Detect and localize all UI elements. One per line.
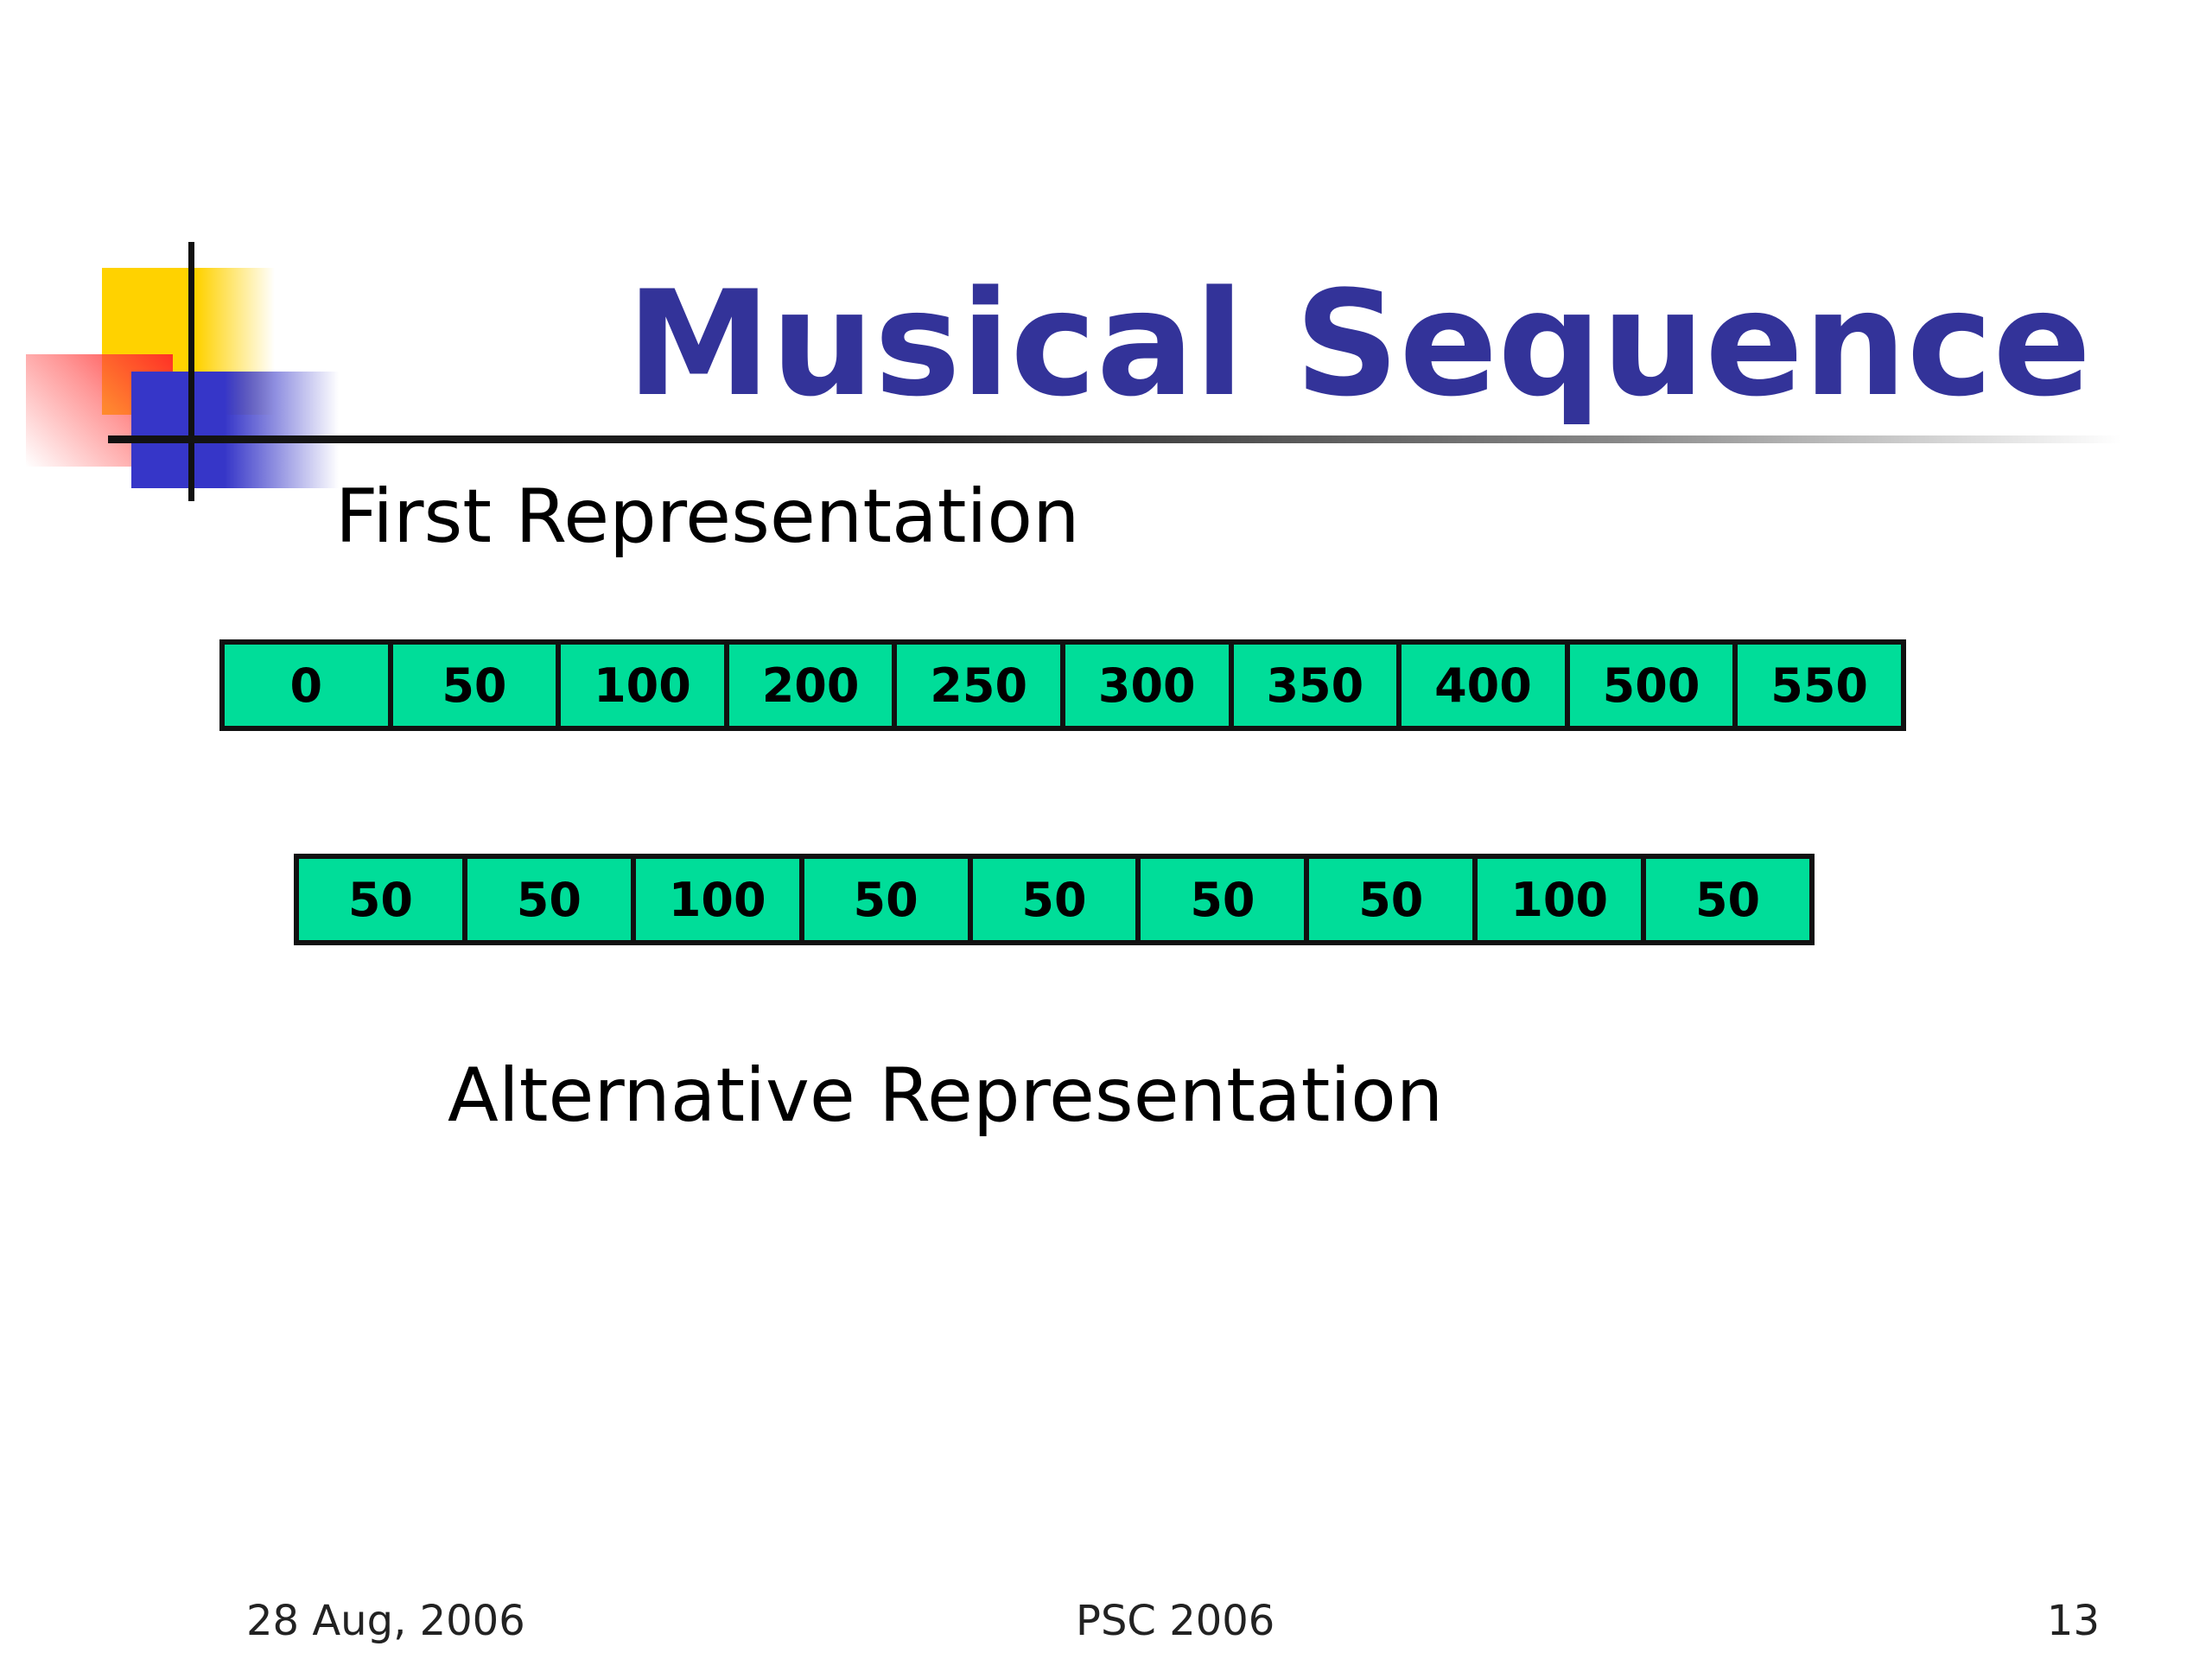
blue-square: [131, 372, 339, 488]
sequence-cell: 400: [1402, 645, 1570, 726]
sequence-cell: 100: [636, 859, 804, 940]
sequence-cell: 50: [299, 859, 467, 940]
sequence-cell: 50: [1694, 872, 1761, 927]
sequence-cell: 50: [973, 859, 1141, 940]
sequence-cell: 50: [393, 645, 562, 726]
sequence-cell: 300: [1065, 645, 1234, 726]
sequence-cell: 0: [225, 645, 393, 726]
sequence-cell: 350: [1234, 645, 1402, 726]
sequence-cell: 50: [804, 859, 973, 940]
sequence-cell: 100: [1478, 859, 1647, 940]
alternative-representation-label: Alternative Representation: [448, 1052, 1444, 1139]
title-rule: [108, 435, 2121, 443]
page-number: 13: [2046, 1597, 2100, 1645]
sequence-cell: 50: [1309, 859, 1478, 940]
slide-title: Musical Sequence: [626, 259, 2092, 429]
sequence-cell: 50: [467, 859, 636, 940]
sequence-cell: 50: [1141, 859, 1310, 940]
first-representation-label: First Representation: [335, 474, 1080, 560]
footer-date: 28 Aug, 2006: [246, 1597, 525, 1645]
sequence-cell: 500: [1570, 645, 1738, 726]
alternative-sequence: 50 50 100 50 50 50 50 100 50: [294, 854, 1815, 945]
sequence-cell: 100: [561, 645, 729, 726]
decorative-squares: [26, 242, 339, 510]
sequence-cell: 200: [729, 645, 898, 726]
footer-conference: PSC 2006: [1076, 1597, 1275, 1645]
first-sequence: 0 50 100 200 250 300 350 400 500 550: [219, 639, 1906, 731]
sequence-cell: 550: [1770, 658, 1868, 713]
vertical-rule: [188, 242, 194, 501]
sequence-cell: 250: [897, 645, 1065, 726]
